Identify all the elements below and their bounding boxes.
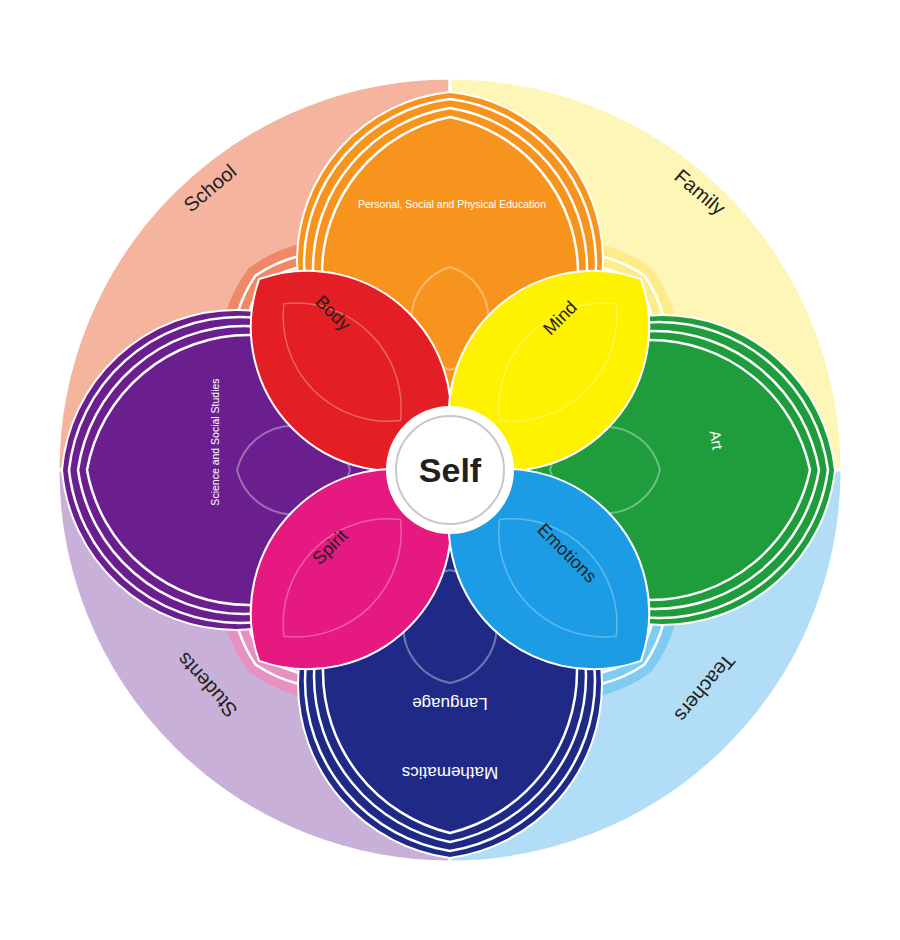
subject-label: Art	[706, 429, 726, 451]
subject-label: Language	[412, 694, 488, 713]
subject-label: Mathematics	[402, 763, 498, 782]
self-circle: Self	[386, 406, 516, 536]
label-holder: Mathematics	[402, 764, 498, 781]
subject-label: Personal, Social and Physical Education	[358, 198, 546, 210]
petal-inner-line	[499, 519, 617, 637]
self-line	[396, 416, 504, 524]
label-holder: Personal, Social and Physical Education	[358, 195, 546, 211]
label-holder: Language	[412, 695, 488, 712]
petal-inner-line	[283, 519, 401, 637]
label-holder: Art	[706, 429, 725, 451]
label-holder: Self	[419, 453, 481, 487]
subject-label: Science and Social Studies	[209, 378, 221, 505]
self-circle-group	[386, 406, 514, 534]
self-label: Self	[419, 451, 481, 489]
label-holder: Science and Social Studies	[206, 378, 222, 505]
self-ring	[386, 406, 514, 534]
